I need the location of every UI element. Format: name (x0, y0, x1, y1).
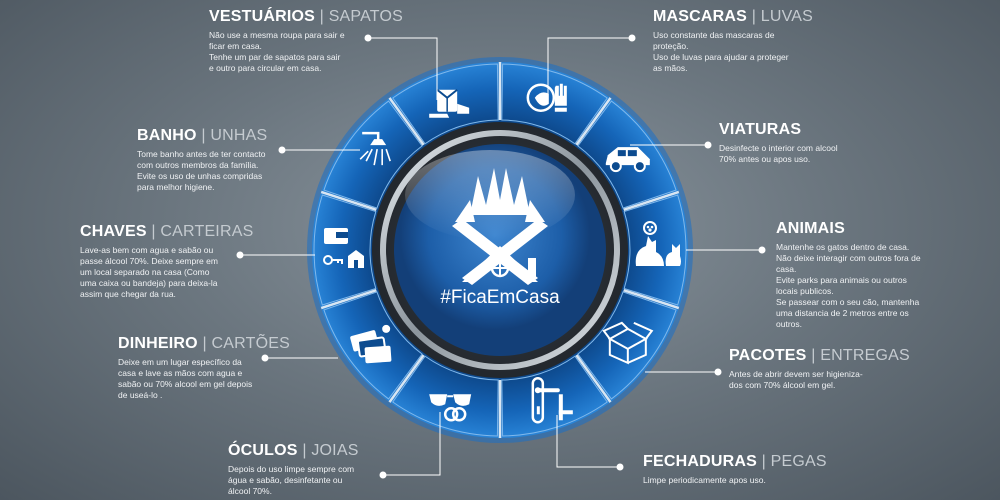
section-description: Uso constante das mascaras de proteção. … (653, 30, 789, 73)
section-title: FECHADURAS (643, 453, 757, 470)
segment-divider (575, 354, 612, 403)
section-description: Deixe em um lugar específico da casa e l… (118, 357, 253, 400)
title-separator: | (201, 127, 206, 144)
section-description: Limpe periodicamente apos uso. (643, 475, 766, 485)
section-description: Antes de abrir devem ser higieniza- dos … (729, 369, 863, 390)
section-subtitle: JOIAS (311, 442, 359, 459)
connector-dot (261, 354, 269, 362)
glasses-rings-icon (429, 394, 472, 422)
connector-dot (758, 246, 766, 254)
section-description: Não use a mesma roupa para sair e ficar … (209, 30, 345, 73)
shirt-shoes-icon (429, 88, 470, 118)
section-subtitle: UNHAS (210, 127, 268, 144)
money-cards-icon (350, 324, 392, 364)
segment-divider (388, 354, 425, 403)
section-title: MASCARAS (653, 8, 748, 25)
section-subtitle: CARTÕES (211, 335, 290, 352)
segment-divider (320, 288, 377, 310)
segment-divider (623, 288, 680, 310)
section-title: VESTUÁRIOS (209, 8, 316, 25)
section-subtitle: ENTREGAS (820, 347, 910, 364)
connector-dot (628, 34, 636, 42)
section-title: PACOTES (729, 347, 807, 364)
section-title: VIATURAS (719, 121, 802, 138)
metal-ring (380, 130, 620, 370)
connector-lines (236, 34, 766, 479)
title-separator: | (811, 347, 816, 364)
section-vestuarios: VESTUÁRIOS | SAPATOS Não use a mesma rou… (209, 8, 403, 74)
section-viaturas: VIATURAS Desinfecte o interior com alcoo… (719, 121, 838, 165)
wallet-keys-icon (323, 228, 364, 268)
connector-dot (364, 34, 372, 42)
segment-divider (388, 97, 425, 146)
connector-dot (379, 471, 387, 479)
shower-icon (359, 131, 391, 166)
wheel-segments (313, 62, 687, 438)
segment-pacotes (577, 291, 677, 400)
section-description: Depois do uso limpe sempre com água e sa… (228, 464, 355, 496)
section-subtitle: PEGAS (770, 453, 827, 470)
section-title: ANIMAIS (776, 220, 845, 237)
section-description: Mantenhe os gatos dentro de casa. Não de… (776, 242, 921, 329)
box-icon (602, 321, 654, 365)
segment-divider (575, 97, 612, 146)
door-handle-icon (531, 377, 573, 424)
car-icon (605, 147, 650, 173)
connector-vestuarios (368, 37, 438, 100)
section-title: BANHO (137, 127, 197, 144)
section-subtitle: CARTEIRAS (160, 223, 254, 240)
section-oculos: ÓCULOS | JOIAS Depois do uso limpe sempr… (228, 442, 359, 497)
connector-dot (236, 251, 244, 259)
section-banho: BANHO | UNHAS Tome banho antes de ter co… (137, 127, 267, 193)
segment-mascaras (501, 63, 608, 145)
mask-gloves-icon (526, 83, 567, 112)
connector-dot (278, 146, 286, 154)
connector-dot (616, 463, 624, 471)
section-title: CHAVES (80, 223, 147, 240)
segment-banho (323, 100, 423, 209)
section-description: Lave-as bem com agua e sabão ou passe ál… (80, 245, 218, 299)
segment-divider (623, 190, 680, 212)
connector-dot (704, 141, 712, 149)
pets-icon (635, 221, 681, 266)
section-subtitle: SAPATOS (328, 8, 404, 25)
connector-oculos (383, 412, 441, 476)
section-fechaduras: FECHADURAS | PEGAS Limpe periodicamente … (643, 453, 827, 486)
section-subtitle: LUVAS (760, 8, 813, 25)
title-separator: | (151, 223, 156, 240)
house-crown-emblem (452, 168, 548, 285)
segment-chaves (313, 194, 377, 306)
title-separator: | (302, 442, 307, 459)
connector-dot (714, 368, 722, 376)
section-animais: ANIMAIS Mantenhe os gatos dentro de casa… (776, 220, 921, 330)
section-dinheiro: DINHEIRO | CARTÕES Deixe em um lugar esp… (118, 335, 290, 401)
title-separator: | (761, 453, 767, 470)
section-description: Tome banho antes de ter contacto com out… (137, 149, 266, 192)
title-separator: | (202, 335, 207, 352)
section-title: DINHEIRO (118, 335, 198, 352)
segment-divider (320, 190, 377, 212)
section-title: ÓCULOS (228, 442, 298, 459)
connector-fechaduras (556, 415, 620, 468)
section-mascaras: MASCARAS | LUVAS Uso constante das masca… (653, 8, 813, 74)
connector-mascaras (547, 37, 632, 100)
segment-fechaduras (501, 355, 608, 437)
section-pacotes: PACOTES | ENTREGAS Antes de abrir devem … (729, 347, 910, 391)
hashtag-label: #FicaEmCasa (440, 287, 560, 308)
section-chaves: CHAVES | CARTEIRAS Lave-as bem com agua … (80, 223, 253, 300)
title-separator: | (319, 8, 325, 25)
title-separator: | (751, 8, 757, 25)
section-description: Desinfecte o interior com alcool 70% ant… (719, 143, 838, 164)
